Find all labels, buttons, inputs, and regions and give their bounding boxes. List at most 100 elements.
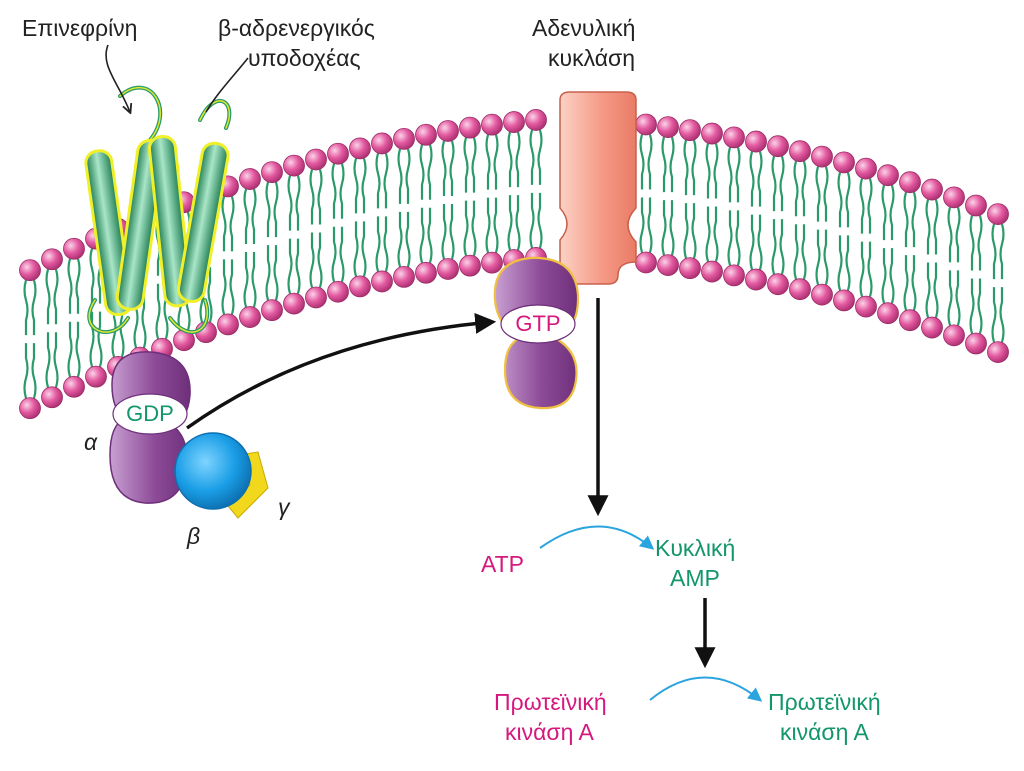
beta-adrenergic-receptor: [84, 85, 232, 335]
lipid-head: [63, 375, 85, 398]
lipid-head: [305, 148, 327, 171]
pka-inactive-label-line1: Πρωτεϊνική: [494, 689, 607, 715]
lipid-head: [789, 140, 811, 163]
lipid-head: [657, 254, 679, 276]
lipid-tail: [947, 207, 961, 326]
lipid-tail: [353, 158, 367, 277]
lipid-tail: [639, 134, 653, 253]
lipid-head: [701, 122, 723, 145]
lipid-head: [85, 365, 107, 388]
receptor-label-line1: β-αδρενεργικός: [218, 15, 375, 41]
pka-inactive-label-line2: κινάση Α: [505, 719, 594, 745]
lipid-tail: [309, 169, 323, 288]
lipid-head: [679, 119, 701, 142]
lipid-head: [19, 259, 41, 282]
lipid-head: [987, 341, 1009, 363]
lipid-head: [811, 145, 833, 168]
lipid-head: [723, 126, 745, 149]
beta-label: β: [187, 523, 201, 549]
lipid-head: [899, 171, 921, 194]
epinephrine-pointer: [105, 44, 130, 112]
lipid-tail: [991, 223, 1005, 343]
lipid-head: [745, 130, 767, 153]
gtp-bubble: [500, 304, 576, 344]
camp-label-line2: AMP: [670, 565, 720, 591]
lipid-head: [855, 295, 877, 318]
lipid-tail: [837, 172, 851, 291]
lipid-head: [679, 257, 701, 280]
lipid-tail: [727, 147, 741, 266]
lipid-head: [811, 283, 833, 306]
lipid-head: [833, 289, 855, 312]
lipid-head: [657, 116, 679, 138]
lipid-tail: [903, 191, 917, 311]
lipid-head: [283, 292, 305, 315]
lipid-head: [767, 135, 789, 158]
atp-label: ATP: [481, 551, 525, 577]
adenylyl-cyclase: [559, 91, 637, 285]
lipid-tail: [23, 279, 37, 399]
gdp-bubble: [112, 393, 188, 435]
alpha-label: α: [84, 429, 98, 455]
lipid-tail: [287, 175, 301, 294]
lipid-tail: [45, 268, 59, 388]
lipid-head: [393, 127, 415, 150]
lipid-head: [701, 260, 723, 283]
lipid-tail: [507, 131, 521, 251]
lipid-head: [41, 248, 63, 271]
lipid-tail: [375, 153, 389, 272]
gamma-label: γ: [278, 494, 290, 520]
lipid-head: [965, 332, 987, 355]
lipid-head: [503, 111, 525, 133]
lipid-head: [349, 137, 371, 160]
lipid-head: [987, 203, 1009, 225]
lipid-head: [63, 237, 85, 260]
lipid-head: [855, 157, 877, 180]
lipid-head: [767, 273, 789, 296]
g-protein-inactive: [109, 351, 269, 519]
lipid-head: [459, 254, 481, 277]
lipid-tail: [771, 155, 785, 275]
lipid-tail: [969, 215, 983, 334]
g-beta-subunit: [174, 432, 252, 510]
lipid-head: [635, 113, 657, 136]
lipid-tail: [881, 184, 895, 304]
gtp-label: GTP: [515, 311, 561, 336]
lipid-head: [943, 324, 965, 347]
lipid-head: [877, 302, 899, 325]
lipid-tail: [749, 151, 763, 270]
lipid-head: [459, 116, 481, 139]
lipid-head: [525, 109, 547, 131]
lipid-head: [943, 186, 965, 209]
lipid-tail: [859, 178, 873, 297]
lipid-head: [261, 299, 283, 322]
lipid-tail: [529, 129, 543, 249]
gdp-label: GDP: [126, 401, 174, 426]
lipid-head: [415, 261, 437, 284]
camp-label-line1: Κυκλική: [655, 535, 736, 561]
activation-arrow: [185, 312, 497, 430]
lipid-head: [833, 151, 855, 174]
lipid-tail: [441, 140, 455, 260]
lipid-head: [371, 132, 393, 155]
lipid-head: [745, 268, 767, 291]
lipid-head: [261, 161, 283, 184]
lipid-tail: [793, 160, 807, 280]
lipid-tail: [925, 199, 939, 318]
lipid-tail: [265, 181, 279, 301]
lipid-head: [239, 168, 261, 190]
lipid-head: [921, 316, 943, 339]
lipid-head: [393, 265, 415, 288]
lipid-tail: [463, 137, 477, 256]
adenylyl-cyclase-label-line1: Αδενυλική: [532, 15, 636, 41]
lipid-head: [415, 123, 437, 146]
lipid-head: [19, 397, 41, 420]
lipid-head: [371, 270, 393, 293]
epinephrine-label: Επινεφρίνη: [22, 15, 138, 41]
lipid-tail: [661, 136, 675, 256]
pka-active-label-line2: κινάση Α: [780, 719, 869, 745]
lipid-tail: [485, 134, 499, 253]
lipid-tail: [705, 143, 719, 262]
